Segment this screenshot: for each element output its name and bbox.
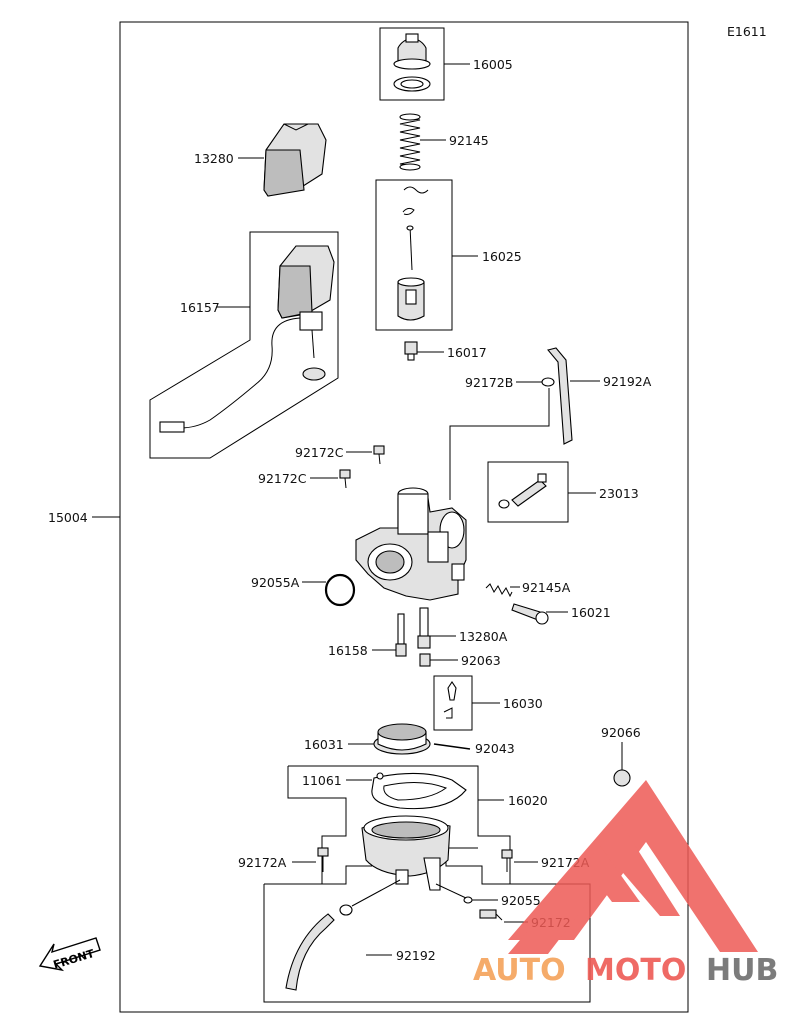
label-16020[interactable]: 16020 (508, 793, 548, 808)
jet-92063-drawing (419, 653, 431, 667)
watermark-hub: HUB (706, 953, 778, 988)
label-16030[interactable]: 16030 (503, 696, 543, 711)
clip-92172B-drawing (541, 377, 555, 387)
label-92066[interactable]: 92066 (601, 725, 641, 740)
needle-slide-16025-drawing (397, 186, 429, 321)
automotohub-logo-watermark (508, 780, 758, 954)
label-23013[interactable]: 23013 (599, 486, 639, 501)
leader-92055-link (435, 883, 467, 899)
screw-92172A-left-drawing (317, 847, 329, 872)
hose-92192-drawing (285, 879, 401, 991)
label-92172A-left[interactable]: 92172A (238, 855, 287, 870)
auto-choke-16157-drawing (159, 245, 335, 433)
front-arrow-icon: FRONT (38, 937, 101, 972)
label-16017[interactable]: 16017 (447, 345, 487, 360)
watermark-auto: AUTO (473, 953, 566, 988)
label-92043[interactable]: 92043 (475, 741, 515, 756)
spring-92145A-drawing (485, 583, 513, 598)
cover-13280-drawing (263, 123, 327, 197)
label-16157[interactable]: 16157 (180, 300, 220, 315)
box-92192 (263, 883, 591, 1003)
label-11061[interactable]: 11061 (302, 773, 342, 788)
box-16025 (375, 179, 453, 331)
part-16005-group (379, 27, 445, 101)
box-23013 (487, 461, 569, 523)
float-bowl-drawing (361, 815, 451, 891)
hose-92192A-drawing (541, 347, 573, 445)
cap-base-drawing (393, 58, 431, 70)
label-92055A[interactable]: 92055A (251, 575, 300, 590)
label-92172C-upper[interactable]: 92172C (295, 445, 344, 460)
cap-washer-hole (400, 79, 424, 89)
screw-92172C-upper-drawing (373, 445, 385, 465)
label-92192A[interactable]: 92192A (603, 374, 652, 389)
needle-jet-16158-drawing (395, 613, 407, 657)
label-92145A[interactable]: 92145A (522, 580, 571, 595)
label-16025[interactable]: 16025 (482, 249, 522, 264)
leader-92172B-link (449, 388, 550, 500)
spring-92145-drawing (399, 113, 421, 171)
oring-92055A-drawing (324, 573, 356, 607)
label-92063[interactable]: 92063 (461, 653, 501, 668)
drawing-code: E1611 (727, 24, 767, 39)
carburetor-body-drawing (355, 487, 467, 601)
label-16031[interactable]: 16031 (304, 737, 344, 752)
screw-92172C-lower-drawing (339, 469, 351, 489)
label-15004[interactable]: 15004 (48, 510, 88, 525)
float-valve-16030-drawing (443, 681, 457, 719)
screw-16021-drawing (511, 603, 549, 625)
jet-16017-drawing (404, 341, 418, 361)
screw-set-23013-drawing (498, 473, 547, 509)
label-92055[interactable]: 92055 (501, 893, 541, 908)
label-13280A[interactable]: 13280A (459, 629, 508, 644)
label-92145[interactable]: 92145 (449, 133, 489, 148)
float-16031-drawing (373, 723, 431, 755)
label-92192[interactable]: 92192 (396, 948, 436, 963)
gasket-11061-drawing (371, 772, 467, 810)
pin-92043-drawing (433, 743, 471, 750)
jet-13280A-drawing (417, 607, 431, 649)
cap-92066-drawing (613, 769, 631, 787)
label-16158[interactable]: 16158 (328, 643, 368, 658)
watermark-moto: MOTO (585, 953, 686, 988)
label-92172C-lower[interactable]: 92172C (258, 471, 307, 486)
label-13280[interactable]: 13280 (194, 151, 234, 166)
box-16157 (149, 231, 339, 459)
label-92172B[interactable]: 92172B (465, 375, 513, 390)
cap-top-drawing (405, 33, 419, 43)
label-16021[interactable]: 16021 (571, 605, 611, 620)
label-16005[interactable]: 16005 (473, 57, 513, 72)
screw-92172A-right-drawing (501, 849, 513, 872)
screw-92172-drawing (479, 909, 503, 921)
